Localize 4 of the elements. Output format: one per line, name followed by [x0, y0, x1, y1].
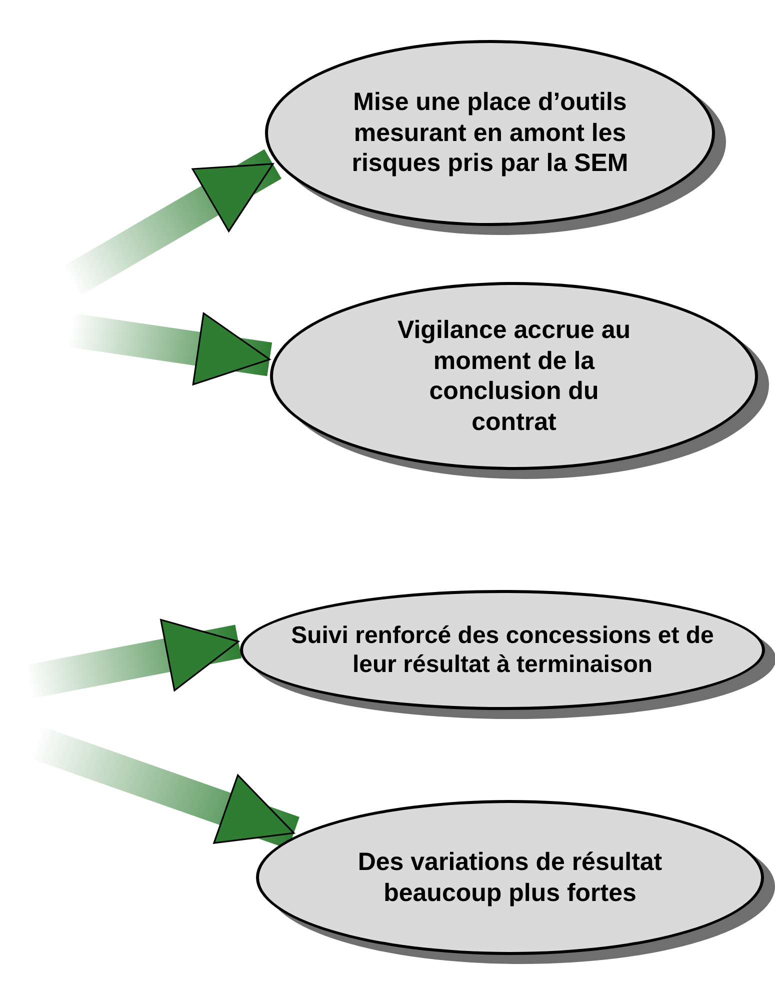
node-text: Vigilance accrue au moment de la conclusion du contrat	[396, 315, 632, 437]
node-text: Des variations de résultat beaucoup plus fortes	[356, 847, 664, 908]
node-text: Mise une place d’outils mesurant en amont les risques pris par la SEM	[350, 87, 630, 179]
node-text: Suivi renforcé des concessions et de leur résultat à terminaison	[290, 620, 715, 680]
